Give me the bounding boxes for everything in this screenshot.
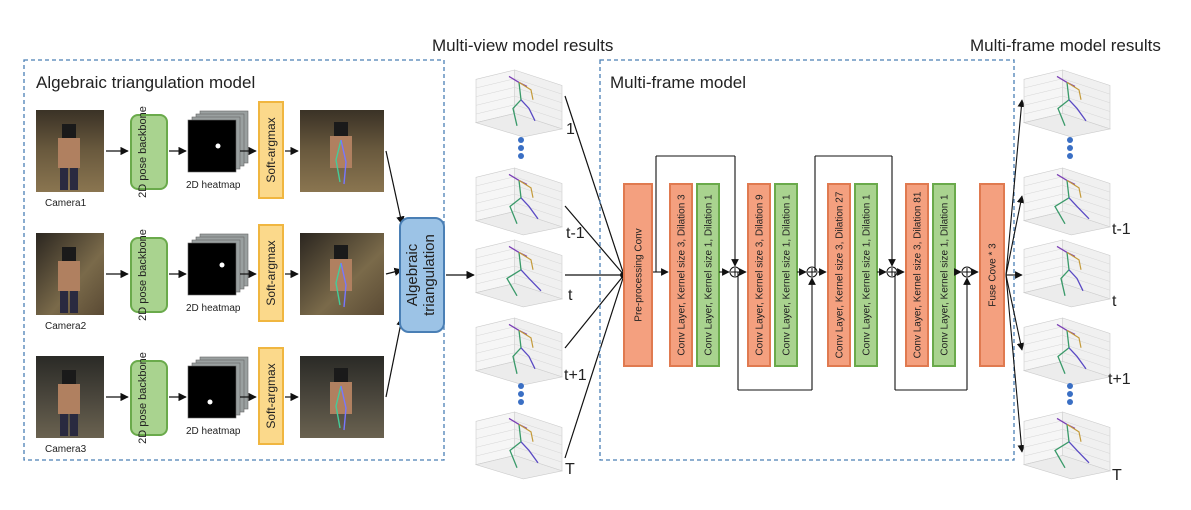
multiframe-results-title: Multi-frame model results [970, 36, 1161, 55]
multiframe-frame-label: t [1112, 293, 1117, 310]
pointwise-conv-layer-label: Conv Layer, Kernel size 1, Dilation 1 [704, 194, 715, 356]
multiview-frame-label: 1 [566, 121, 575, 138]
pointwise-conv-layer-label: Conv Layer, Kernel size 1, Dilation 1 [940, 194, 951, 356]
multiview-frame-label: t [568, 287, 573, 304]
pose-3d-plot [1022, 239, 1112, 308]
pointwise-conv-layer: Conv Layer, Kernel size 1, Dilation 1 [696, 183, 720, 367]
pose-3d-plot [474, 317, 564, 386]
heatmap-label: 2D heatmap [186, 426, 241, 437]
multiframe-frame-label: T [1112, 467, 1122, 484]
triangulation-label-line1: Algebraic [404, 243, 421, 306]
ellipsis-dots [518, 383, 524, 405]
pose-3d-plot [1022, 317, 1112, 386]
multiview-frame-label: T [565, 461, 575, 478]
dilated-conv-layer-label: Conv Layer, Kernel size 3, Dilation 3 [677, 194, 688, 356]
soft-argmax-label: Soft-argmax [264, 363, 278, 428]
pose-backbone-block: 2D pose backbone [130, 106, 168, 198]
pointwise-conv-layer: Conv Layer, Kernel size 1, Dilation 1 [854, 183, 878, 367]
backbone-label: 2D pose backbone [137, 229, 149, 321]
dilated-conv-layer-label: Conv Layer, Kernel size 3, Dilation 9 [755, 194, 766, 356]
pose-3d-plot [1022, 69, 1112, 138]
camera-label: Camera1 [45, 198, 87, 209]
pose-backbone-block: 2D pose backbone [130, 229, 168, 321]
triangulation-model-title: Algebraic triangulation model [36, 73, 255, 92]
dilated-conv-layer: Conv Layer, Kernel size 3, Dilation 3 [669, 183, 693, 367]
pose-3d-plot [1022, 167, 1112, 236]
ellipsis-dots [1067, 137, 1073, 159]
heatmap-stack [187, 356, 249, 419]
preprocessing-conv-label: Pre-processing Conv [634, 228, 645, 321]
pointwise-conv-layer: Conv Layer, Kernel size 1, Dilation 1 [774, 183, 798, 367]
pose-3d-plot [474, 167, 564, 236]
soft-argmax-block: Soft-argmax [258, 347, 284, 445]
camera-image [36, 356, 104, 438]
fuse-conv-layer-label: Fuse Cove * 3 [988, 243, 999, 307]
camera-row: Camera2 2D pose backbone 2D heatmap Soft-ar… [36, 224, 403, 332]
multiview-results-title: Multi-view model results [432, 36, 613, 55]
pointwise-conv-layer-label: Conv Layer, Kernel size 1, Dilation 1 [862, 194, 873, 356]
backbone-label: 2D pose backbone [137, 106, 149, 198]
pose-3d-plot [474, 69, 564, 138]
camera-output-image [300, 356, 384, 438]
heatmap-stack [187, 233, 249, 296]
camera-label: Camera2 [45, 321, 87, 332]
soft-argmax-block: Soft-argmax [258, 101, 284, 199]
algebraic-triangulation-block: Algebraic triangulation [399, 217, 445, 333]
backbone-label: 2D pose backbone [137, 352, 149, 444]
heatmap-stack [187, 110, 249, 173]
multiframe-frame-label: t+1 [1108, 371, 1131, 388]
ellipsis-dots [518, 137, 524, 159]
multiframe-model-title: Multi-frame model [610, 73, 746, 92]
soft-argmax-block: Soft-argmax [258, 224, 284, 322]
soft-argmax-label: Soft-argmax [264, 117, 278, 182]
camera-image [36, 233, 104, 315]
multiframe-model-box [599, 59, 1015, 461]
multiview-frame-label: t+1 [564, 367, 587, 384]
soft-argmax-label: Soft-argmax [264, 240, 278, 305]
dilated-conv-layer-label: Conv Layer, Kernel size 3, Dilation 81 [913, 191, 924, 358]
pose-3d-plot [1022, 411, 1112, 480]
pose-backbone-block: 2D pose backbone [130, 352, 168, 444]
camera-image [36, 110, 104, 192]
heatmap-label: 2D heatmap [186, 180, 241, 191]
camera-output-image [300, 110, 384, 192]
fuse-conv-layer: Fuse Cove * 3 [979, 183, 1005, 367]
dilated-conv-layer: Conv Layer, Kernel size 3, Dilation 81 [905, 183, 929, 367]
pointwise-conv-layer: Conv Layer, Kernel size 1, Dilation 1 [932, 183, 956, 367]
preprocessing-conv: Pre-processing Conv [623, 183, 653, 367]
multiframe-frame-label: t-1 [1112, 221, 1131, 238]
dilated-conv-layer: Conv Layer, Kernel size 3, Dilation 9 [747, 183, 771, 367]
heatmap-label: 2D heatmap [186, 303, 241, 314]
triangulation-label-line2: triangulation [421, 234, 438, 316]
dilated-conv-layer-label: Conv Layer, Kernel size 3, Dilation 27 [835, 191, 846, 358]
multiview-frame-label: t-1 [566, 225, 585, 242]
pointwise-conv-layer-label: Conv Layer, Kernel size 1, Dilation 1 [782, 194, 793, 356]
camera-row: Camera1 2D pose backbone 2D heatmap Soft-ar… [36, 101, 405, 225]
residual-sum-node [961, 266, 973, 278]
ellipsis-dots [1067, 383, 1073, 405]
camera-label: Camera3 [45, 444, 87, 455]
camera-output-image [300, 233, 384, 315]
camera-row: Camera3 2D pose backbone 2D heatmap Soft-ar… [36, 317, 405, 455]
dilated-conv-layer: Conv Layer, Kernel size 3, Dilation 27 [827, 183, 851, 367]
pose-3d-plot [474, 411, 564, 480]
pose-3d-plot [474, 239, 564, 308]
